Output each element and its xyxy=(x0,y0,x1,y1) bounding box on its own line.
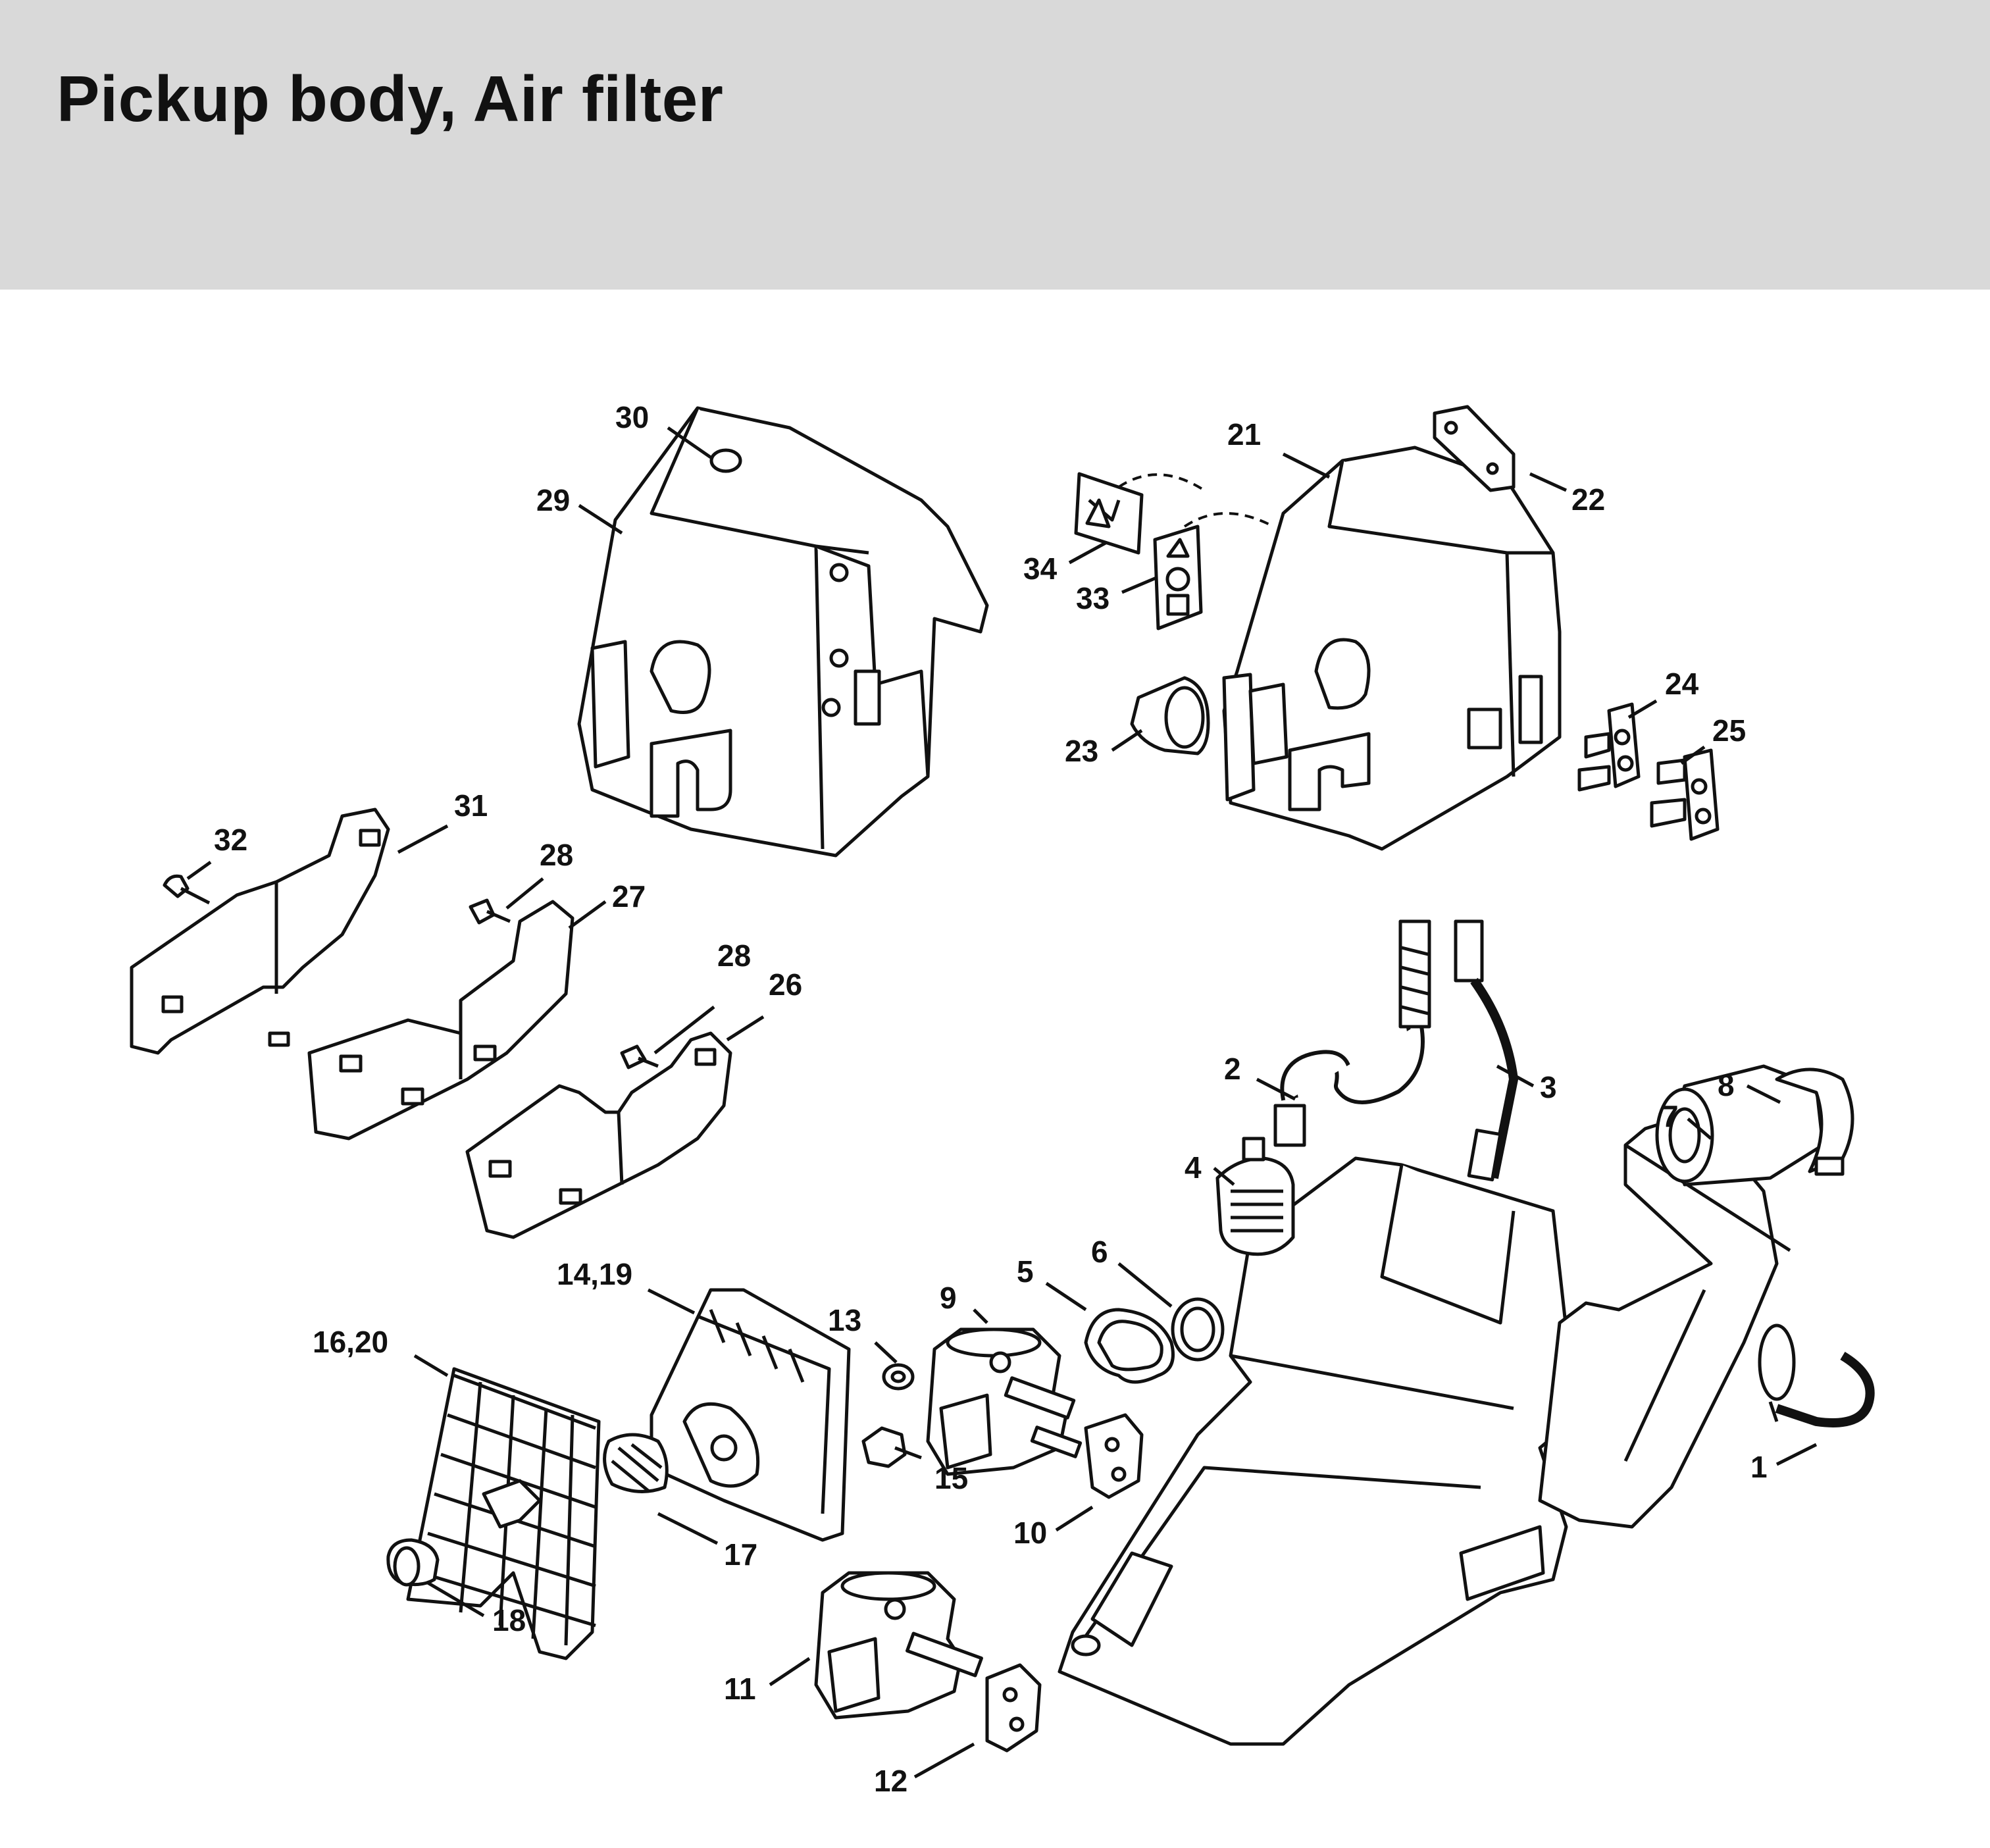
carburetor-11 xyxy=(814,1571,983,1720)
callout-11: 11 xyxy=(724,1672,756,1706)
callout-17: 17 xyxy=(724,1537,757,1572)
callout-14-19: 14,19 xyxy=(557,1257,632,1291)
callout-12: 12 xyxy=(874,1764,907,1798)
callout-3: 3 xyxy=(1540,1070,1557,1104)
callout-13: 13 xyxy=(828,1303,861,1337)
callout-33: 33 xyxy=(1076,581,1110,615)
callout-27: 27 xyxy=(612,879,646,913)
air-filter-16-20 xyxy=(406,1367,601,1660)
shroud-cover-29 xyxy=(577,406,989,858)
air-filter-base-14-19 xyxy=(650,1288,851,1542)
screw-28a xyxy=(469,898,511,925)
callout-2: 2 xyxy=(1224,1052,1241,1086)
callout-32: 32 xyxy=(214,823,247,857)
carburetor-9 xyxy=(926,1327,1083,1476)
nut-13 xyxy=(882,1363,915,1391)
lever-25 xyxy=(1650,748,1720,841)
ring-6 xyxy=(1171,1297,1225,1362)
callout-28-upper: 28 xyxy=(540,838,573,872)
baffle-plate-31 xyxy=(130,808,390,1055)
callout-31: 31 xyxy=(454,788,488,823)
intake-manifold-7 xyxy=(1655,1064,1825,1187)
gasket-5 xyxy=(1084,1308,1175,1384)
fuel-hose-2 xyxy=(1273,919,1431,1147)
decal-33 xyxy=(1153,525,1203,630)
tank-housing xyxy=(1058,1156,1595,1746)
callout-28-lower: 28 xyxy=(717,938,751,973)
knob-23 xyxy=(1130,676,1210,756)
page-title: Pickup body, Air filter xyxy=(57,63,724,135)
baffle-plate-27 xyxy=(307,900,574,1141)
callout-4: 4 xyxy=(1185,1150,1202,1185)
baffle-plate-26 xyxy=(465,1031,732,1239)
fuel-filter-4 xyxy=(1215,1137,1295,1256)
lever-24 xyxy=(1577,702,1641,792)
callout-5: 5 xyxy=(1017,1254,1034,1289)
decal-34 xyxy=(1074,472,1144,555)
screw-32 xyxy=(163,874,211,905)
placement-arrow-33 xyxy=(1183,512,1274,528)
callout-16-20: 16,20 xyxy=(313,1325,388,1359)
callout-24: 24 xyxy=(1665,667,1699,701)
callout-1: 1 xyxy=(1750,1450,1768,1484)
callout-23: 23 xyxy=(1065,734,1098,768)
callout-6: 6 xyxy=(1091,1235,1108,1269)
plate-22 xyxy=(1433,405,1516,492)
plate-12 xyxy=(985,1663,1042,1753)
plate-10 xyxy=(1084,1413,1144,1499)
hose-clamp-8 xyxy=(1775,1067,1854,1176)
hose-1 xyxy=(1768,1351,1875,1427)
callout-21: 21 xyxy=(1227,417,1261,451)
header-bar: Pickup body, Air filter xyxy=(0,0,1990,290)
fuel-hose-3 xyxy=(1454,919,1518,1182)
callout-34: 34 xyxy=(1023,552,1058,586)
knob-18 xyxy=(386,1538,440,1587)
callout-labels: 1 2 3 4 5 6 7 8 9 10 11 12 13 14,19 15 1… xyxy=(214,400,1768,1798)
screw-28b xyxy=(620,1044,659,1069)
callout-30: 30 xyxy=(615,400,649,434)
callout-9: 9 xyxy=(940,1281,957,1315)
callout-10: 10 xyxy=(1013,1516,1047,1550)
filter-pad-17 xyxy=(603,1433,669,1493)
leader-lines xyxy=(186,426,1818,1779)
callout-25: 25 xyxy=(1712,713,1746,748)
callout-18: 18 xyxy=(492,1603,526,1637)
placement-arrow-34 xyxy=(1117,473,1206,492)
callout-7: 7 xyxy=(1662,1099,1679,1133)
shroud-cover-21 xyxy=(1222,446,1562,851)
callout-29: 29 xyxy=(536,483,570,517)
callout-8: 8 xyxy=(1718,1068,1735,1102)
callout-15: 15 xyxy=(934,1461,968,1495)
callout-22: 22 xyxy=(1571,482,1605,517)
part-15 xyxy=(861,1426,907,1468)
callout-26: 26 xyxy=(769,967,802,1002)
